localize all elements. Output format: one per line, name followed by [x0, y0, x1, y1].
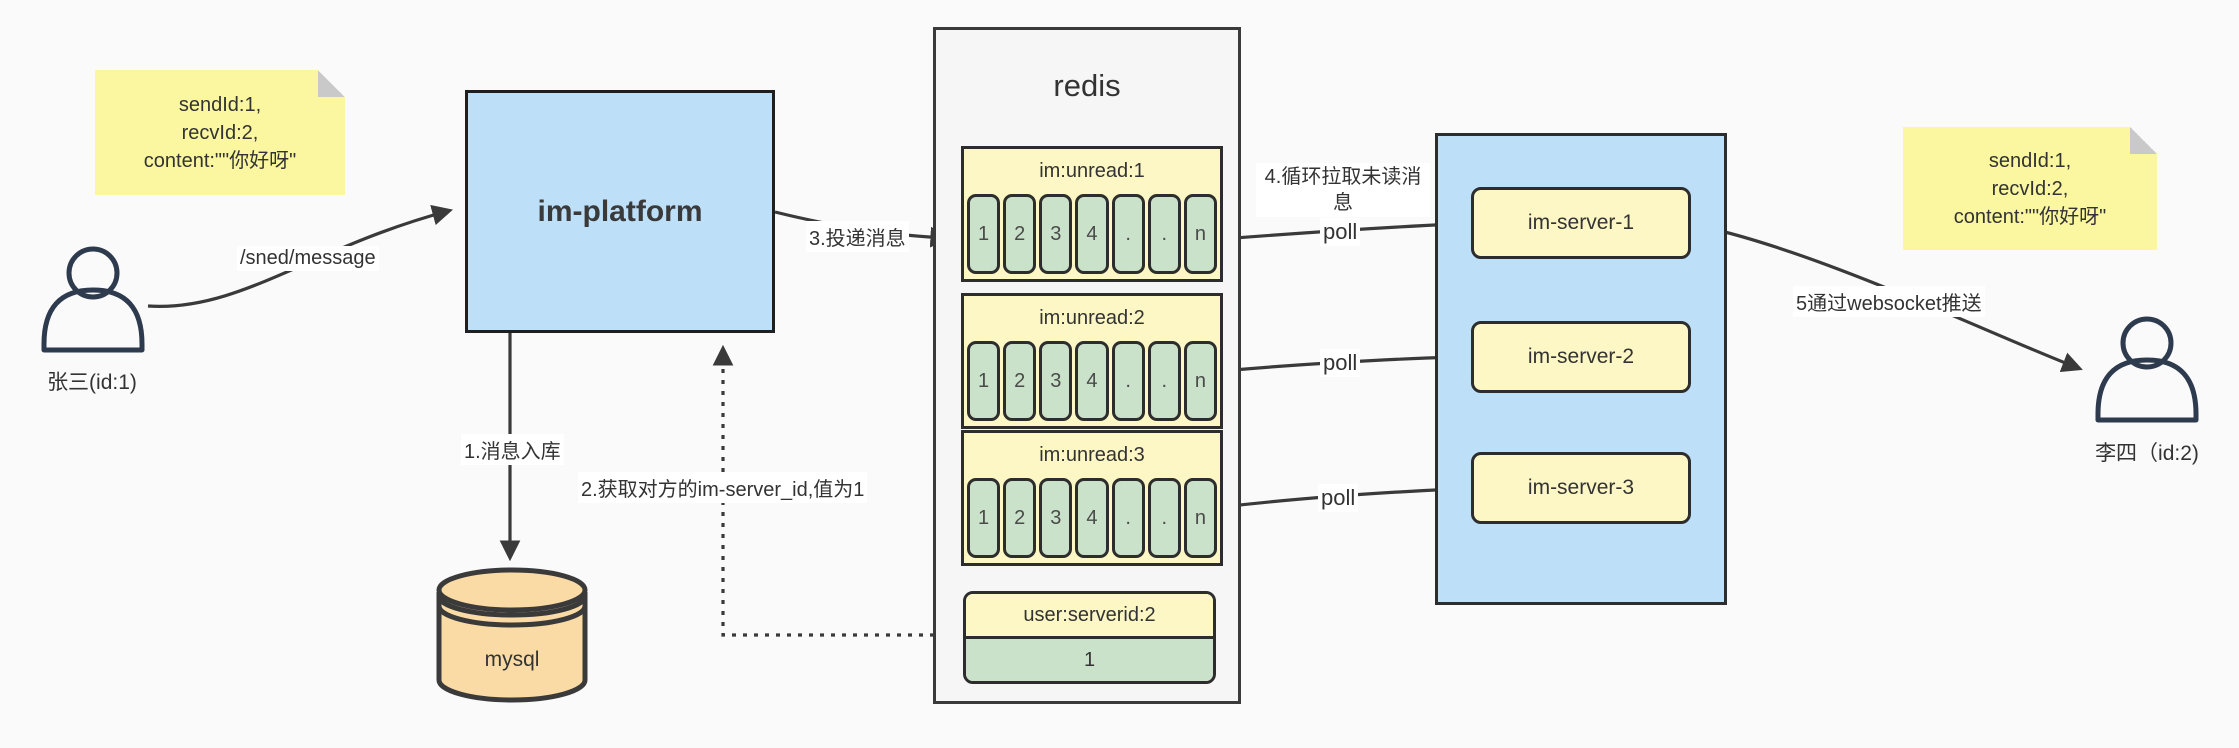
- queue-cell: .: [1147, 341, 1181, 421]
- queue-cells: 1 2 3 4 . . n: [967, 194, 1217, 274]
- queue-cell: n: [1183, 194, 1217, 274]
- receiver-label: 李四（id:2): [2095, 442, 2199, 465]
- im-server-1-node: im-server-1: [1471, 187, 1691, 259]
- queue-cell: 1: [967, 341, 1001, 421]
- kv-value: 1: [966, 639, 1213, 681]
- note-line: content:""你好呀": [1953, 205, 2107, 228]
- queue-im-unread-1: im:unread:1 1 2 3 4 . . n: [961, 146, 1223, 282]
- edge-label-deliver: 3.投递消息: [806, 221, 909, 252]
- im-server-3-node: im-server-3: [1471, 452, 1691, 524]
- queue-cell: 2: [1003, 341, 1037, 421]
- im-server-label: im-server-2: [1527, 345, 1635, 368]
- edge-label-pull: 4.循环拉取未读消息: [1256, 163, 1430, 217]
- queue-cell: 2: [1003, 194, 1037, 274]
- im-server-2-node: im-server-2: [1471, 321, 1691, 393]
- queue-cell: n: [1183, 478, 1217, 558]
- edge-label-lookup: 2.获取对方的im-server_id,值为1: [578, 472, 868, 503]
- redis-container: redis im:unread:1 1 2 3 4 . . n im:unrea…: [933, 27, 1241, 704]
- queue-im-unread-2: im:unread:2 1 2 3 4 . . n: [961, 293, 1223, 429]
- queue-cells: 1 2 3 4 . . n: [967, 478, 1217, 558]
- redis-title: redis: [1053, 68, 1121, 103]
- queue-cell: 2: [1003, 478, 1037, 558]
- queue-cell: .: [1147, 194, 1181, 274]
- note-line: content:""你好呀": [143, 149, 297, 172]
- mysql-node: [433, 566, 591, 708]
- queue-cell: .: [1111, 341, 1145, 421]
- note-line: recvId:2,: [1991, 177, 2069, 200]
- edge-label-poll-3: poll: [1318, 484, 1359, 512]
- database-icon: [436, 567, 588, 703]
- kv-user-serverid: user:serverid:2 1: [963, 591, 1216, 684]
- queue-cell: 1: [967, 478, 1001, 558]
- im-server-label: im-server-3: [1527, 476, 1635, 499]
- sender-label: 张三(id:1): [47, 371, 137, 394]
- queue-cell: 4: [1075, 341, 1109, 421]
- sender-actor: [38, 246, 148, 356]
- queue-cell: .: [1111, 194, 1145, 274]
- edge-label-poll-2: poll: [1320, 349, 1361, 377]
- note-line: recvId:2,: [181, 121, 259, 144]
- queue-cell: 3: [1039, 478, 1073, 558]
- queue-name: im:unread:1: [1039, 160, 1145, 182]
- queue-cell: 4: [1075, 478, 1109, 558]
- edge-label-push: 5通过websocket推送: [1793, 286, 1985, 317]
- queue-cell: 4: [1075, 194, 1109, 274]
- user-icon: [41, 246, 145, 353]
- queue-cell: 3: [1039, 194, 1073, 274]
- note-message-payload-right: sendId:1, recvId:2, content:""你好呀": [1903, 127, 2157, 250]
- edge-label-store: 1.消息入库: [461, 434, 564, 465]
- receiver-actor: [2092, 316, 2202, 426]
- mysql-label: mysql: [484, 648, 540, 671]
- im-platform-node: im-platform: [465, 90, 775, 333]
- queue-cell: 3: [1039, 341, 1073, 421]
- im-platform-label: im-platform: [537, 194, 703, 228]
- im-server-group: im-server-1 im-server-2 im-server-3: [1435, 133, 1727, 605]
- edge-label-poll-1: poll: [1320, 218, 1361, 246]
- user-icon: [2095, 316, 2199, 423]
- queue-cell: n: [1183, 341, 1217, 421]
- note-line: sendId:1,: [178, 93, 262, 116]
- queue-cell: .: [1111, 478, 1145, 558]
- kv-key: user:serverid:2: [966, 594, 1213, 639]
- queue-cells: 1 2 3 4 . . n: [967, 341, 1217, 421]
- queue-name: im:unread:3: [1039, 444, 1145, 466]
- note-message-payload-left: sendId:1, recvId:2, content:""你好呀": [95, 70, 345, 195]
- queue-im-unread-3: im:unread:3 1 2 3 4 . . n: [961, 430, 1223, 566]
- im-server-label: im-server-1: [1527, 211, 1635, 234]
- queue-name: im:unread:2: [1039, 307, 1145, 329]
- note-line: sendId:1,: [1988, 149, 2072, 172]
- note-fold-corner: [318, 70, 345, 97]
- queue-cell: 1: [967, 194, 1001, 274]
- note-fold-corner: [2130, 127, 2157, 154]
- queue-cell: .: [1147, 478, 1181, 558]
- edge-label-send: /sned/message: [237, 246, 379, 271]
